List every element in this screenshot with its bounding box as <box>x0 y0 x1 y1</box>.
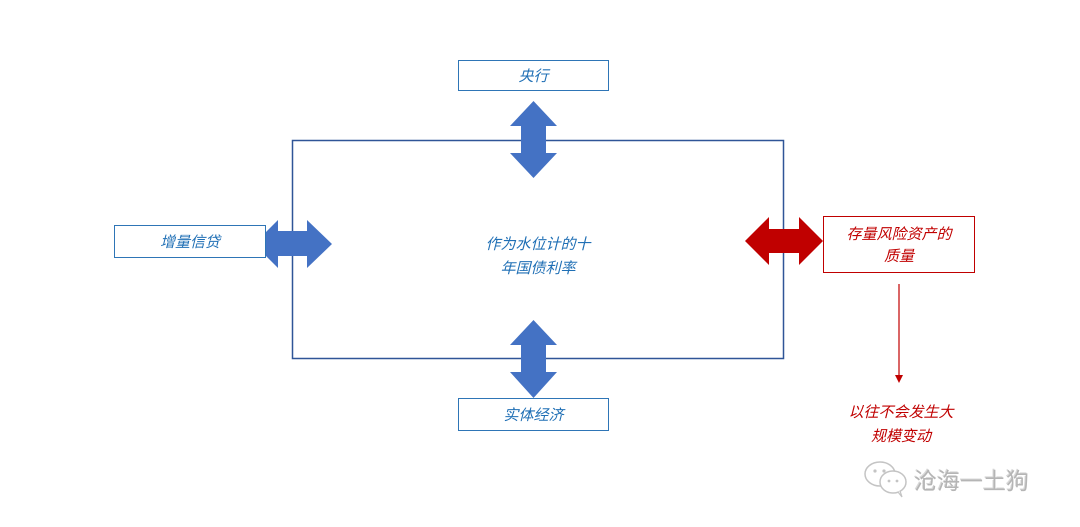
node-real-economy-label: 实体经济 <box>503 405 564 424</box>
watermark-text: 沧海一土狗 <box>914 469 1029 495</box>
node-incremental-credit: 增量信贷 <box>114 225 266 258</box>
double-arrow-bottom <box>510 320 557 398</box>
watermark: 沧海一土狗 <box>862 460 1029 498</box>
node-real-economy: 实体经济 <box>458 398 609 431</box>
node-central-bank-label: 央行 <box>518 66 549 85</box>
node-risk-asset-quality-line-2: 质量 <box>883 246 914 265</box>
center-label-line-1: 作为水位计的十 <box>485 235 591 253</box>
node-incremental-credit-label: 增量信贷 <box>159 232 220 251</box>
center-label: 作为水位计的十 年国债利率 <box>458 232 618 280</box>
double-arrow-left <box>254 220 332 268</box>
down-arrow-head <box>895 375 903 383</box>
note-line-2: 规模变动 <box>870 427 931 445</box>
double-arrow-right <box>745 217 823 265</box>
note-text: 以往不会发生大 规模变动 <box>826 400 976 448</box>
double-arrow-top <box>510 101 557 178</box>
node-central-bank: 央行 <box>458 60 609 91</box>
node-risk-asset-quality-line-1: 存量风险资产的 <box>846 224 952 243</box>
wechat-icon <box>864 461 907 498</box>
center-label-line-2: 年国债利率 <box>500 259 576 277</box>
note-line-1: 以往不会发生大 <box>848 403 954 421</box>
node-risk-asset-quality: 存量风险资产的 质量 <box>823 216 975 273</box>
